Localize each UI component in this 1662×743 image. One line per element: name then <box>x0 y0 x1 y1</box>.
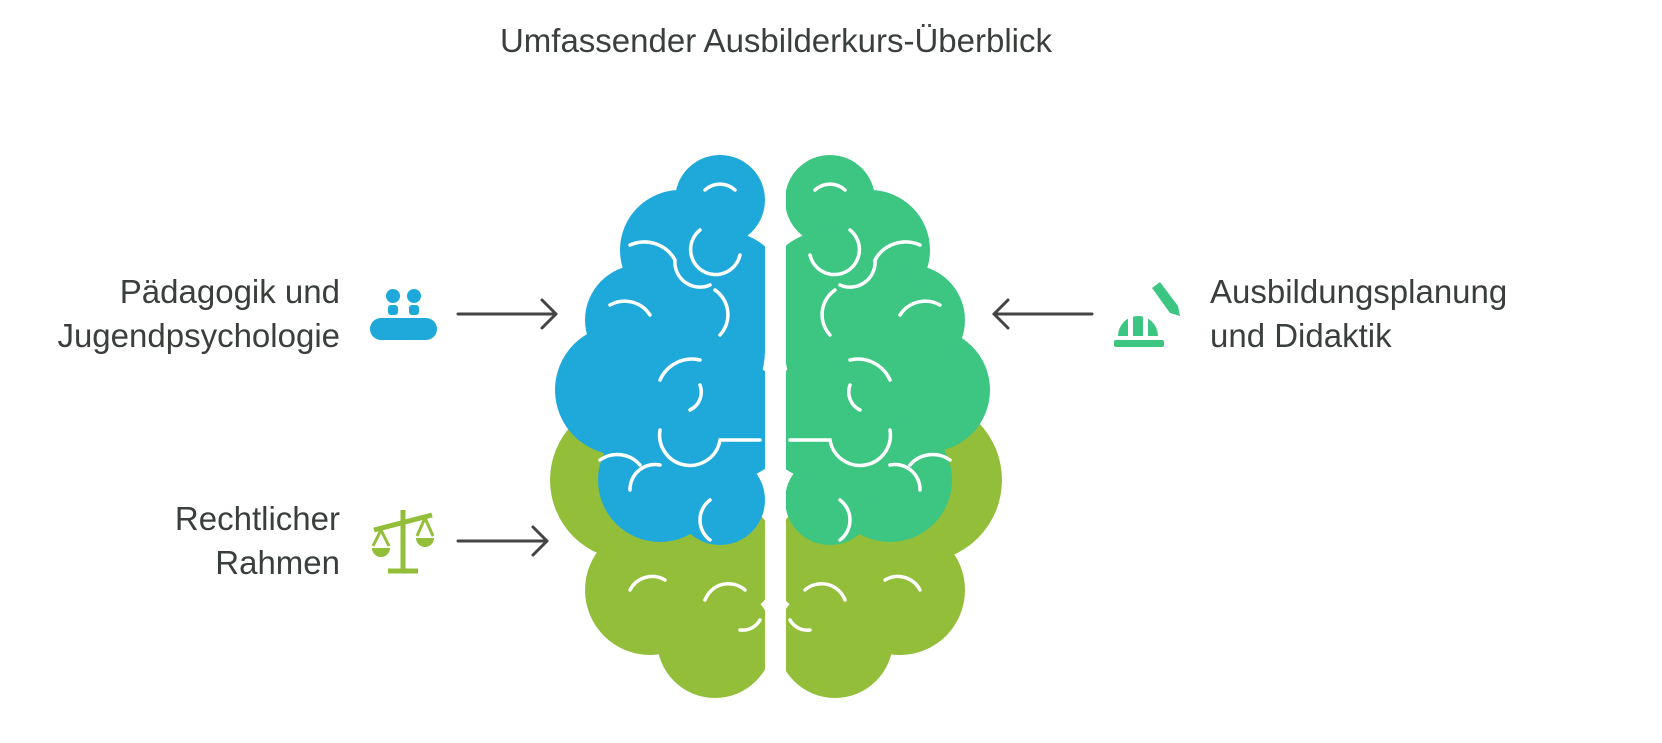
topic-line: Rechtlicher <box>174 500 340 537</box>
people-at-table-icon <box>370 289 437 340</box>
topic-line: Pädagogik und <box>119 273 340 310</box>
brain-folds <box>598 182 952 632</box>
helmet-pencil-icon <box>1114 282 1180 347</box>
brain-left-upper-lobe <box>555 155 765 545</box>
topic-line: Rahmen <box>215 544 340 581</box>
topic-planung: Ausbildungsplanung und Didaktik <box>1210 270 1610 358</box>
arrow-planung <box>992 298 1094 330</box>
arrow-paedagogik <box>456 298 558 330</box>
topic-paedagogik: Pädagogik und Jugendpsychologie <box>40 270 340 358</box>
topic-recht: Rechtlicher Rahmen <box>40 497 340 585</box>
topic-line: und Didaktik <box>1210 317 1392 354</box>
topic-line: Jugendpsychologie <box>57 317 340 354</box>
arrow-recht <box>456 525 549 557</box>
diagram-title: Umfassender Ausbilderkurs-Überblick <box>499 22 1053 59</box>
topic-line: Ausbildungsplanung <box>1210 273 1508 310</box>
scales-icon <box>371 510 435 574</box>
